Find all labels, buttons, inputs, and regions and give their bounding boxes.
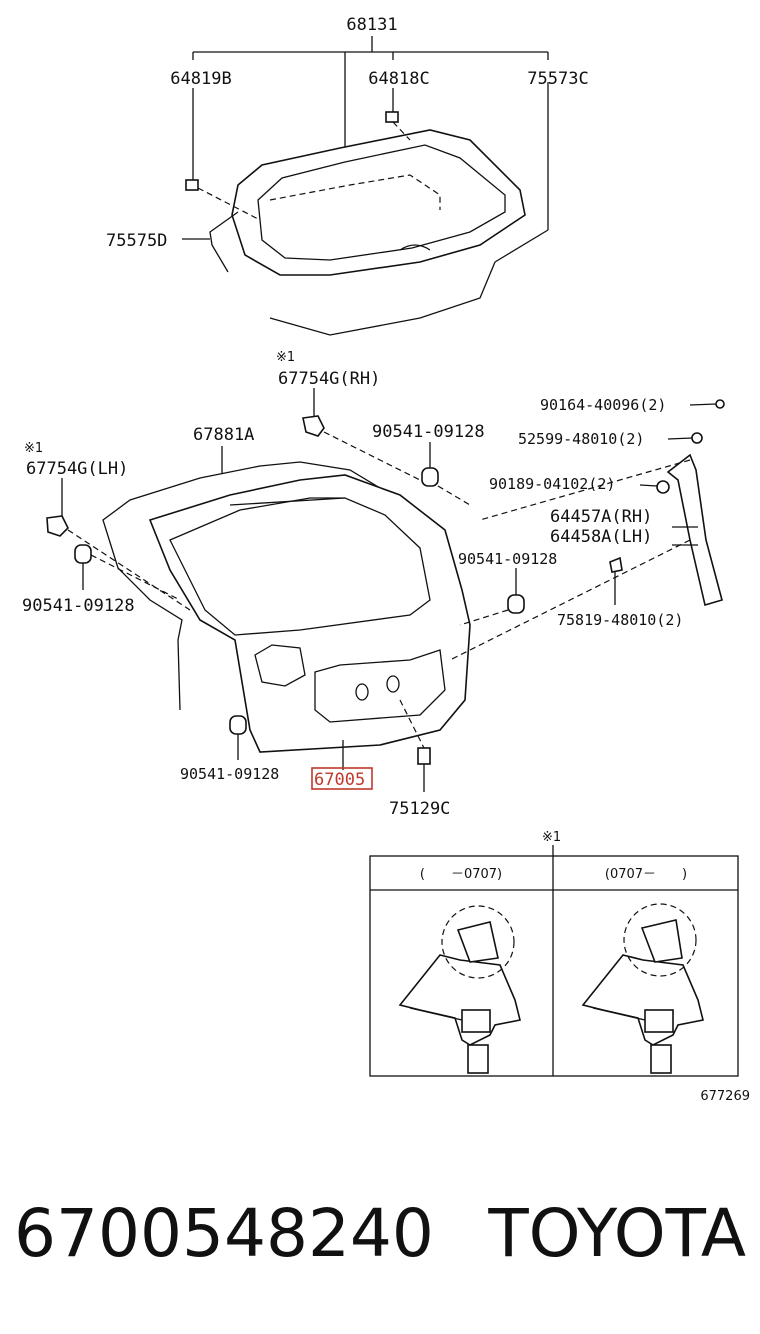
label-75819: 75819-48010(2) <box>557 611 683 629</box>
figure-number: 677269 <box>700 1089 750 1104</box>
stopper-67754g-lh <box>46 478 191 611</box>
label-75129c: 75129C <box>389 799 450 819</box>
label-64458a: 64458A(LH) <box>550 527 652 547</box>
leader-52599 <box>667 437 693 440</box>
label-68131: 68131 <box>346 15 397 35</box>
label-90541-upper: 90541-09128 <box>372 422 485 442</box>
label-64819b: 64819B <box>170 69 231 89</box>
label-64818c: 64818C <box>368 69 429 89</box>
label-90189: 90189-04102(2) <box>489 475 615 493</box>
label-75575d: 75575D <box>106 231 167 251</box>
note-detail: ※1 <box>542 830 561 845</box>
back-door-panel <box>148 474 471 753</box>
label-67005[interactable]: 67005 <box>314 770 365 790</box>
cushion-90541-left <box>74 544 181 601</box>
label-64457a: 64457A(RH) <box>550 507 652 527</box>
back-door-glass <box>231 129 526 276</box>
footer-brand: TOYOTA <box>487 1195 746 1272</box>
strip-75575d <box>182 211 239 273</box>
label-67881a: 67881A <box>193 425 254 445</box>
detail-col2-header: (0707－ ) <box>605 867 687 882</box>
label-90164: 90164-40096(2) <box>540 396 666 414</box>
note-lh: ※1 <box>24 441 43 456</box>
cushion-90541-mid <box>459 568 525 626</box>
label-67754g-rh: 67754G(RH) <box>278 369 380 389</box>
detail-stopper-late <box>581 903 704 1074</box>
clip-64818c <box>385 88 411 141</box>
emblem-75129c <box>399 699 431 792</box>
weatherstrip-75573c <box>269 82 549 336</box>
footer-part-number: 6700548240 <box>14 1195 434 1272</box>
detail-stopper-early <box>398 905 521 1074</box>
detail-table: ( －0707) (0707－ ) <box>369 855 739 1077</box>
stopper-67754g-rh <box>302 388 421 481</box>
cushion-90541-upper <box>421 442 471 506</box>
label-52599: 52599-48010(2) <box>518 430 644 448</box>
label-90541-bottom: 90541-09128 <box>180 765 279 783</box>
detail-col1-header: ( －0707) <box>420 867 502 882</box>
note-rh: ※1 <box>276 350 295 365</box>
bracket-68131 <box>192 36 549 150</box>
leader-90164 <box>689 403 717 406</box>
stay-64457a <box>449 399 725 661</box>
label-90541-mid: 90541-09128 <box>458 550 557 568</box>
cushion-90541-bottom <box>229 715 247 760</box>
highlight-box-67005 <box>311 767 373 790</box>
label-90541-left: 90541-09128 <box>22 596 135 616</box>
leader-90189 <box>639 484 658 487</box>
label-67754g-lh: 67754G(LH) <box>26 459 128 479</box>
label-75573c: 75573C <box>527 69 588 89</box>
clip-64819b <box>185 88 261 221</box>
